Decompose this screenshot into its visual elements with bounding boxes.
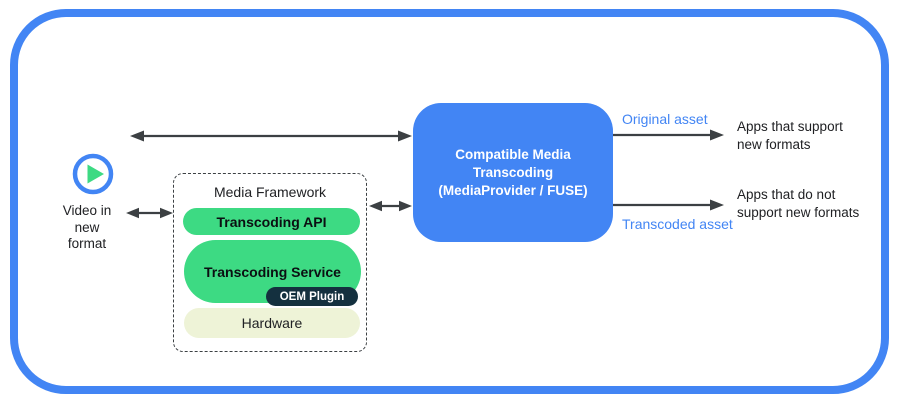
oem-plugin-pill: OEM Plugin (266, 287, 358, 306)
apps-support-label: Apps that support new formats (737, 119, 843, 152)
play-icon (72, 153, 114, 195)
apps-not-support-label: Apps that do not support new formats (737, 187, 860, 220)
media-framework-box: Media Framework Transcoding API Transcod… (173, 173, 367, 352)
transcoder-box: Compatible Media Transcoding (MediaProvi… (413, 103, 613, 242)
video-source-label: Video in new format (62, 203, 112, 251)
transcoder-label: Compatible Media Transcoding (MediaProvi… (438, 146, 588, 198)
hardware-pill: Hardware (184, 308, 360, 338)
media-framework-title: Media Framework (213, 184, 327, 200)
original-asset-label: Original asset (622, 111, 708, 127)
transcoded-asset-label: Transcoded asset (622, 216, 733, 232)
outer-frame (10, 9, 889, 394)
transcoding-api-pill: Transcoding API (183, 208, 360, 235)
